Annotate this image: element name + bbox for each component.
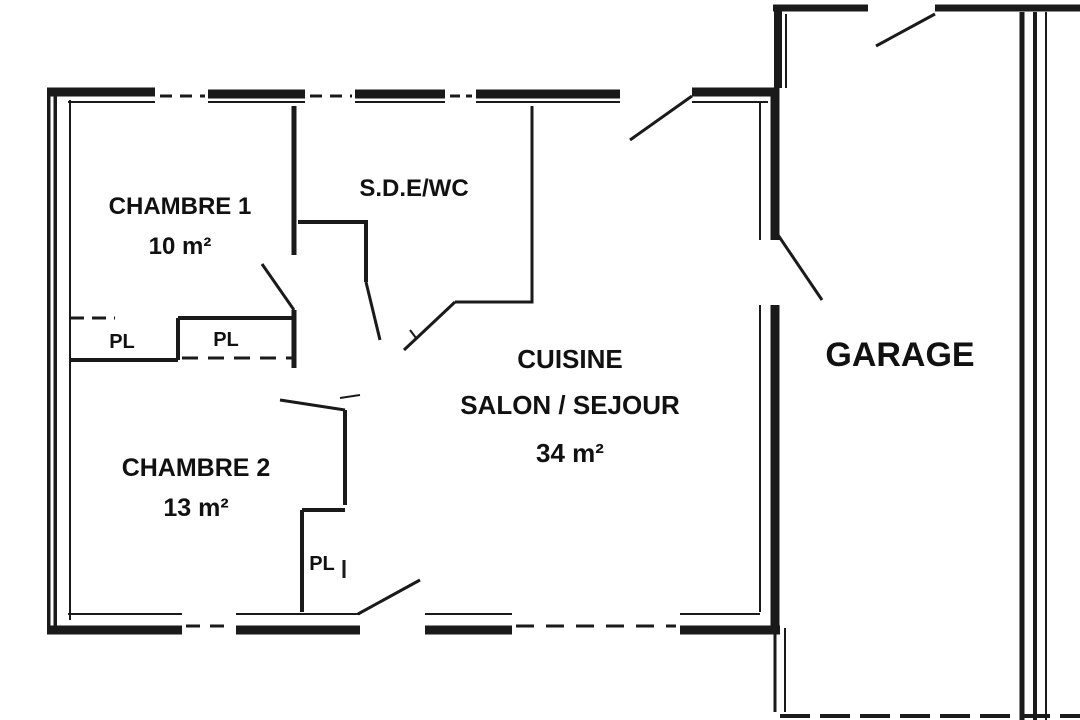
garage-walls (773, 4, 1080, 720)
label-chambre2-area: 13 m² (163, 494, 228, 522)
label-closet-3: PL (309, 553, 335, 575)
label-cuisine-line1: CUISINE (517, 344, 622, 374)
wall-sde-bottom (298, 220, 368, 282)
garage-door-side (776, 234, 824, 301)
door-sde-cuisine-hinge (409, 329, 417, 339)
label-sde-name: S.D.E/WC (359, 175, 468, 202)
label-closet-2: PL (213, 329, 239, 351)
label-cuisine-line2: SALON / SEJOUR (460, 390, 680, 420)
label-garage-name: GARAGE (825, 336, 974, 374)
door-chambre2 (279, 398, 346, 412)
door-window-top-right (629, 94, 693, 142)
label-chambre2-name: CHAMBRE 2 (122, 454, 271, 482)
door-sde-cuisine (402, 300, 457, 352)
door-entrance (357, 578, 421, 616)
label-cuisine-area: 34 m² (536, 438, 604, 468)
label-closet-1: PL (109, 331, 135, 353)
exterior-walls (47, 87, 780, 635)
label-chambre1-name: CHAMBRE 1 (109, 193, 252, 220)
wall-sde-door (364, 281, 382, 341)
label-chambre1-area: 10 m² (149, 233, 212, 260)
garage-door-top (875, 12, 936, 48)
wall-sde-cuisine (455, 106, 534, 304)
interior-walls (70, 94, 693, 616)
door-chambre2-hinge (339, 394, 361, 399)
door-chambre1 (260, 263, 296, 311)
